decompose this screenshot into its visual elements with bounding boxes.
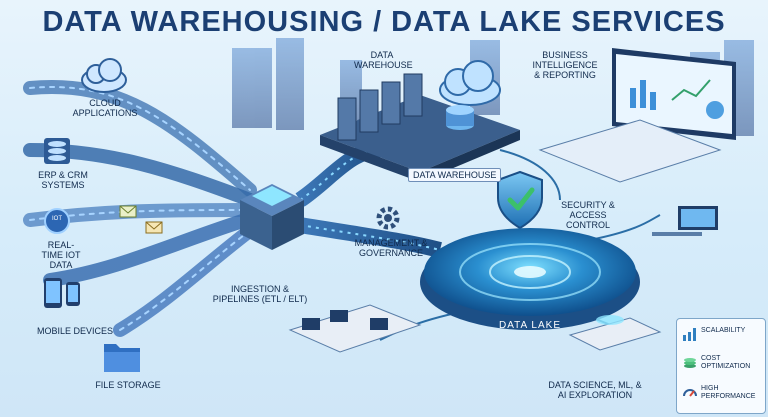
scalability-icon xyxy=(683,328,696,341)
label-real-time-iot-data: REAL-TIME IOT DATA xyxy=(41,240,81,270)
gear-icon xyxy=(376,206,400,230)
label-business-intelligence: BUSINESS INTELLIGENCE & REPORTING xyxy=(532,50,598,80)
label-mobile-devices: MOBILE DEVICES xyxy=(36,326,114,336)
benefit-label: HIGH PERFORMANCE xyxy=(701,385,756,400)
label-security-access-control: SECURITY & ACCESS CONTROL xyxy=(561,200,615,230)
benefits-panel: SCALABILITY COST OPTIMIZATION HIGH PERFO… xyxy=(676,318,766,414)
iot-badge-label: IOT xyxy=(52,216,62,222)
label-cloud-applications: CLOUD APPLICATIONS xyxy=(72,98,138,118)
label-ingestion-pipelines: INGESTION & PIPELINES (ETL / ELT) xyxy=(212,284,308,304)
label-data-science: DATA SCIENCE, ML, & AI EXPLORATION xyxy=(548,380,642,400)
label-file-storage: FILE STORAGE xyxy=(95,380,161,390)
label-data-warehouse-platform: DATA WAREHOUSE xyxy=(408,168,502,182)
file-storage-folder-icon xyxy=(104,344,140,372)
erp-crm-database-icon xyxy=(44,138,70,164)
cost-icon xyxy=(684,358,696,368)
page-title: DATA WAREHOUSING / DATA LAKE SERVICES xyxy=(42,6,726,38)
warehouse-cloud-icon xyxy=(439,60,501,106)
label-management-governance: MANAGEMENT & GOVERNANCE xyxy=(354,238,428,258)
benefit-scalability: SCALABILITY xyxy=(677,323,765,349)
benefit-cost-optimization: COST OPTIMIZATION xyxy=(677,351,765,377)
benefit-label: COST OPTIMIZATION xyxy=(701,355,751,370)
benefit-high-performance: HIGH PERFORMANCE xyxy=(677,381,765,407)
iot-monitor-workstation xyxy=(652,206,718,236)
security-shield-icon xyxy=(497,170,543,230)
bi-dashboard-screen xyxy=(612,48,736,140)
label-erp-crm-systems: ERP & CRM SYSTEMS xyxy=(38,170,88,190)
data-science-workstations xyxy=(288,304,662,353)
benefit-label: SCALABILITY xyxy=(701,327,746,334)
cloud-applications-icon xyxy=(81,58,127,93)
iot-sensor-icon xyxy=(44,208,70,234)
label-data-warehouse-top: DATA WAREHOUSE xyxy=(354,50,413,70)
email-envelope-icon xyxy=(119,205,163,234)
bi-platform xyxy=(538,119,722,183)
mobile-devices-icon xyxy=(44,278,80,308)
source-data-streams xyxy=(23,80,263,337)
label-data-lake: DATA LAKE xyxy=(499,320,561,331)
gauge-icon xyxy=(683,389,697,397)
data-lake-platform xyxy=(420,228,640,330)
ingestion-hub xyxy=(240,184,304,250)
